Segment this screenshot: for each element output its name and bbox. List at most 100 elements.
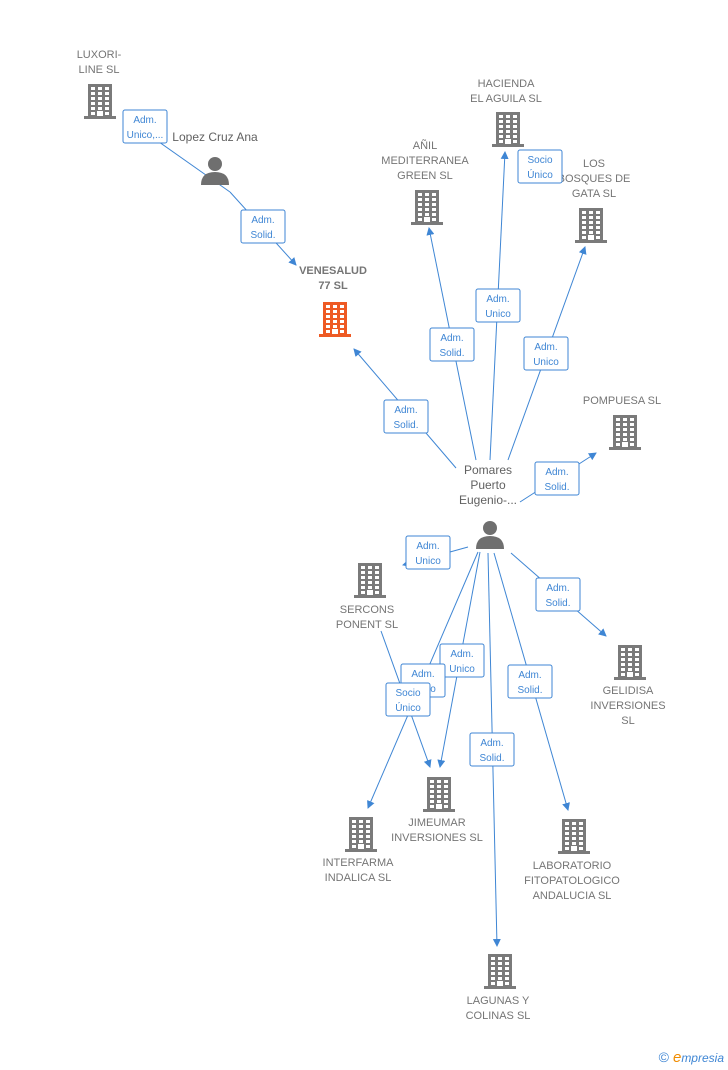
node-label: INTERFARMA — [323, 857, 395, 869]
edge-label[interactable]: Adm. Solid. — [534, 461, 580, 496]
edge-label-text: Adm. — [450, 649, 473, 660]
building-icon — [492, 112, 524, 147]
node-label: FITOPATOLOGICO — [524, 875, 620, 887]
edge-label-text: Solid. — [544, 482, 569, 493]
edge-label-box — [469, 732, 515, 767]
edge-label-text: Adm. — [518, 670, 541, 681]
edge-label-text: Solid. — [517, 685, 542, 696]
node-label: EL AGUILA SL — [470, 93, 542, 105]
node-gelidisa[interactable]: GELIDISA INVERSIONES SL — [590, 645, 666, 727]
building-icon — [411, 190, 443, 225]
edge-label[interactable]: Adm. Unico — [439, 643, 485, 678]
node-label: Pomares — [464, 463, 512, 477]
edge-label-text: Adm. — [545, 467, 568, 478]
node-label: POMPUESA SL — [583, 395, 661, 407]
node-label: LABORATORIO — [533, 860, 612, 872]
edge-label-box — [385, 682, 431, 717]
edge-label-box — [405, 535, 451, 570]
node-label: GATA SL — [572, 188, 616, 200]
node-label: LUXORI- — [77, 49, 122, 61]
edge-label[interactable]: Adm. Solid. — [469, 732, 515, 767]
brand-initial: e — [672, 1049, 682, 1066]
node-label: Puerto — [470, 478, 506, 492]
edge-label-box — [517, 149, 563, 184]
edge-label-text: Solid. — [250, 230, 275, 241]
node-pomares[interactable]: PomaresPuertoEugenio-... — [459, 463, 517, 549]
edge-label[interactable]: Adm. Solid. — [240, 209, 286, 244]
edge-label[interactable]: Adm.Solid. — [383, 399, 429, 434]
edge-label-text: Solid. — [439, 348, 464, 359]
node-lopez[interactable]: Lopez Cruz Ana — [172, 130, 258, 185]
edge-label-text: Adm. — [416, 541, 439, 552]
node-label: COLINAS SL — [466, 1010, 531, 1022]
building-icon — [345, 817, 377, 852]
node-sercons[interactable]: SERCONS PONENT SL — [336, 563, 398, 631]
edge-label-text: Único — [395, 701, 421, 714]
edge-label-text: Unico — [415, 556, 441, 567]
building-icon — [354, 563, 386, 598]
edge-label-text: Unico — [533, 357, 559, 368]
person-icon — [476, 521, 504, 549]
brand-name: mpresia — [681, 1051, 724, 1065]
edge-label-box — [383, 399, 429, 434]
edge-label[interactable]: Adm. Solid. — [507, 664, 553, 699]
node-label: JIMEUMAR — [408, 817, 466, 829]
node-lagunas[interactable]: LAGUNAS Y COLINAS SL — [466, 954, 531, 1022]
edge-label-box — [475, 288, 521, 323]
edge-label-text: Adm. — [534, 342, 557, 353]
edge-label-text: Unico,... — [127, 130, 164, 141]
edge-labels-layer: Adm.Unico,...Adm.Solid.Adm.Solid.Adm.Sol… — [122, 109, 581, 767]
node-label: LINE SL — [79, 64, 120, 76]
edge-label[interactable]: Adm. Unico — [523, 336, 569, 371]
building-icon — [423, 777, 455, 812]
building-icon — [575, 208, 607, 243]
edge-label-text: Adm. — [546, 583, 569, 594]
edge-label-box — [523, 336, 569, 371]
edge-label[interactable]: Adm. Unico — [405, 535, 451, 570]
building-icon — [319, 302, 351, 337]
node-label: LOS — [583, 158, 605, 170]
edge-label-text: Solid. — [393, 420, 418, 431]
edge-label-text: Solid. — [479, 753, 504, 764]
node-label: VENESALUD — [299, 265, 367, 277]
building-icon — [558, 819, 590, 854]
edge-label[interactable]: Adm.Solid. — [429, 327, 475, 362]
edge-label-text: Unico — [485, 309, 511, 320]
edge-label-text: Solid. — [545, 598, 570, 609]
edge-label-text: Adm. — [486, 294, 509, 305]
nodes-layer: LUXORI- LINE SL Lopez Cruz AnaVENESALUD77 … — [77, 49, 666, 1022]
node-label: ANDALUCIA SL — [533, 890, 612, 902]
footer-brand: ©empresia — [659, 1049, 724, 1066]
node-label: PONENT SL — [336, 619, 398, 631]
node-label: SL — [621, 715, 634, 727]
node-label: GELIDISA — [603, 685, 654, 697]
edge-label-box — [429, 327, 475, 362]
node-laboratorio[interactable]: LABORATORIO FITOPATOLOGICO ANDALUCIA SL — [524, 819, 620, 902]
node-label: MEDITERRANEA — [381, 155, 469, 167]
node-label: SERCONS — [340, 604, 394, 616]
node-label: LAGUNAS Y — [467, 995, 530, 1007]
node-luxori[interactable]: LUXORI- LINE SL — [77, 49, 122, 119]
edge-label[interactable]: Adm. Solid. — [535, 577, 581, 612]
edge-label-box — [240, 209, 286, 244]
building-icon — [609, 415, 641, 450]
edge-label-text: Adm. — [411, 669, 434, 680]
node-label: INVERSIONES — [590, 700, 665, 712]
edge-label-text: Adm. — [251, 215, 274, 226]
node-label: AÑIL — [413, 139, 437, 152]
edge-label[interactable]: Adm. Unico — [475, 288, 521, 323]
edge-label-text: Adm. — [480, 738, 503, 749]
edge-label-text: Adm. — [133, 115, 156, 126]
edge-label[interactable]: Adm. Unico,... — [122, 109, 168, 144]
edge-label-text: Unico — [449, 664, 475, 675]
node-pompuesa[interactable]: POMPUESA SL — [583, 395, 661, 450]
